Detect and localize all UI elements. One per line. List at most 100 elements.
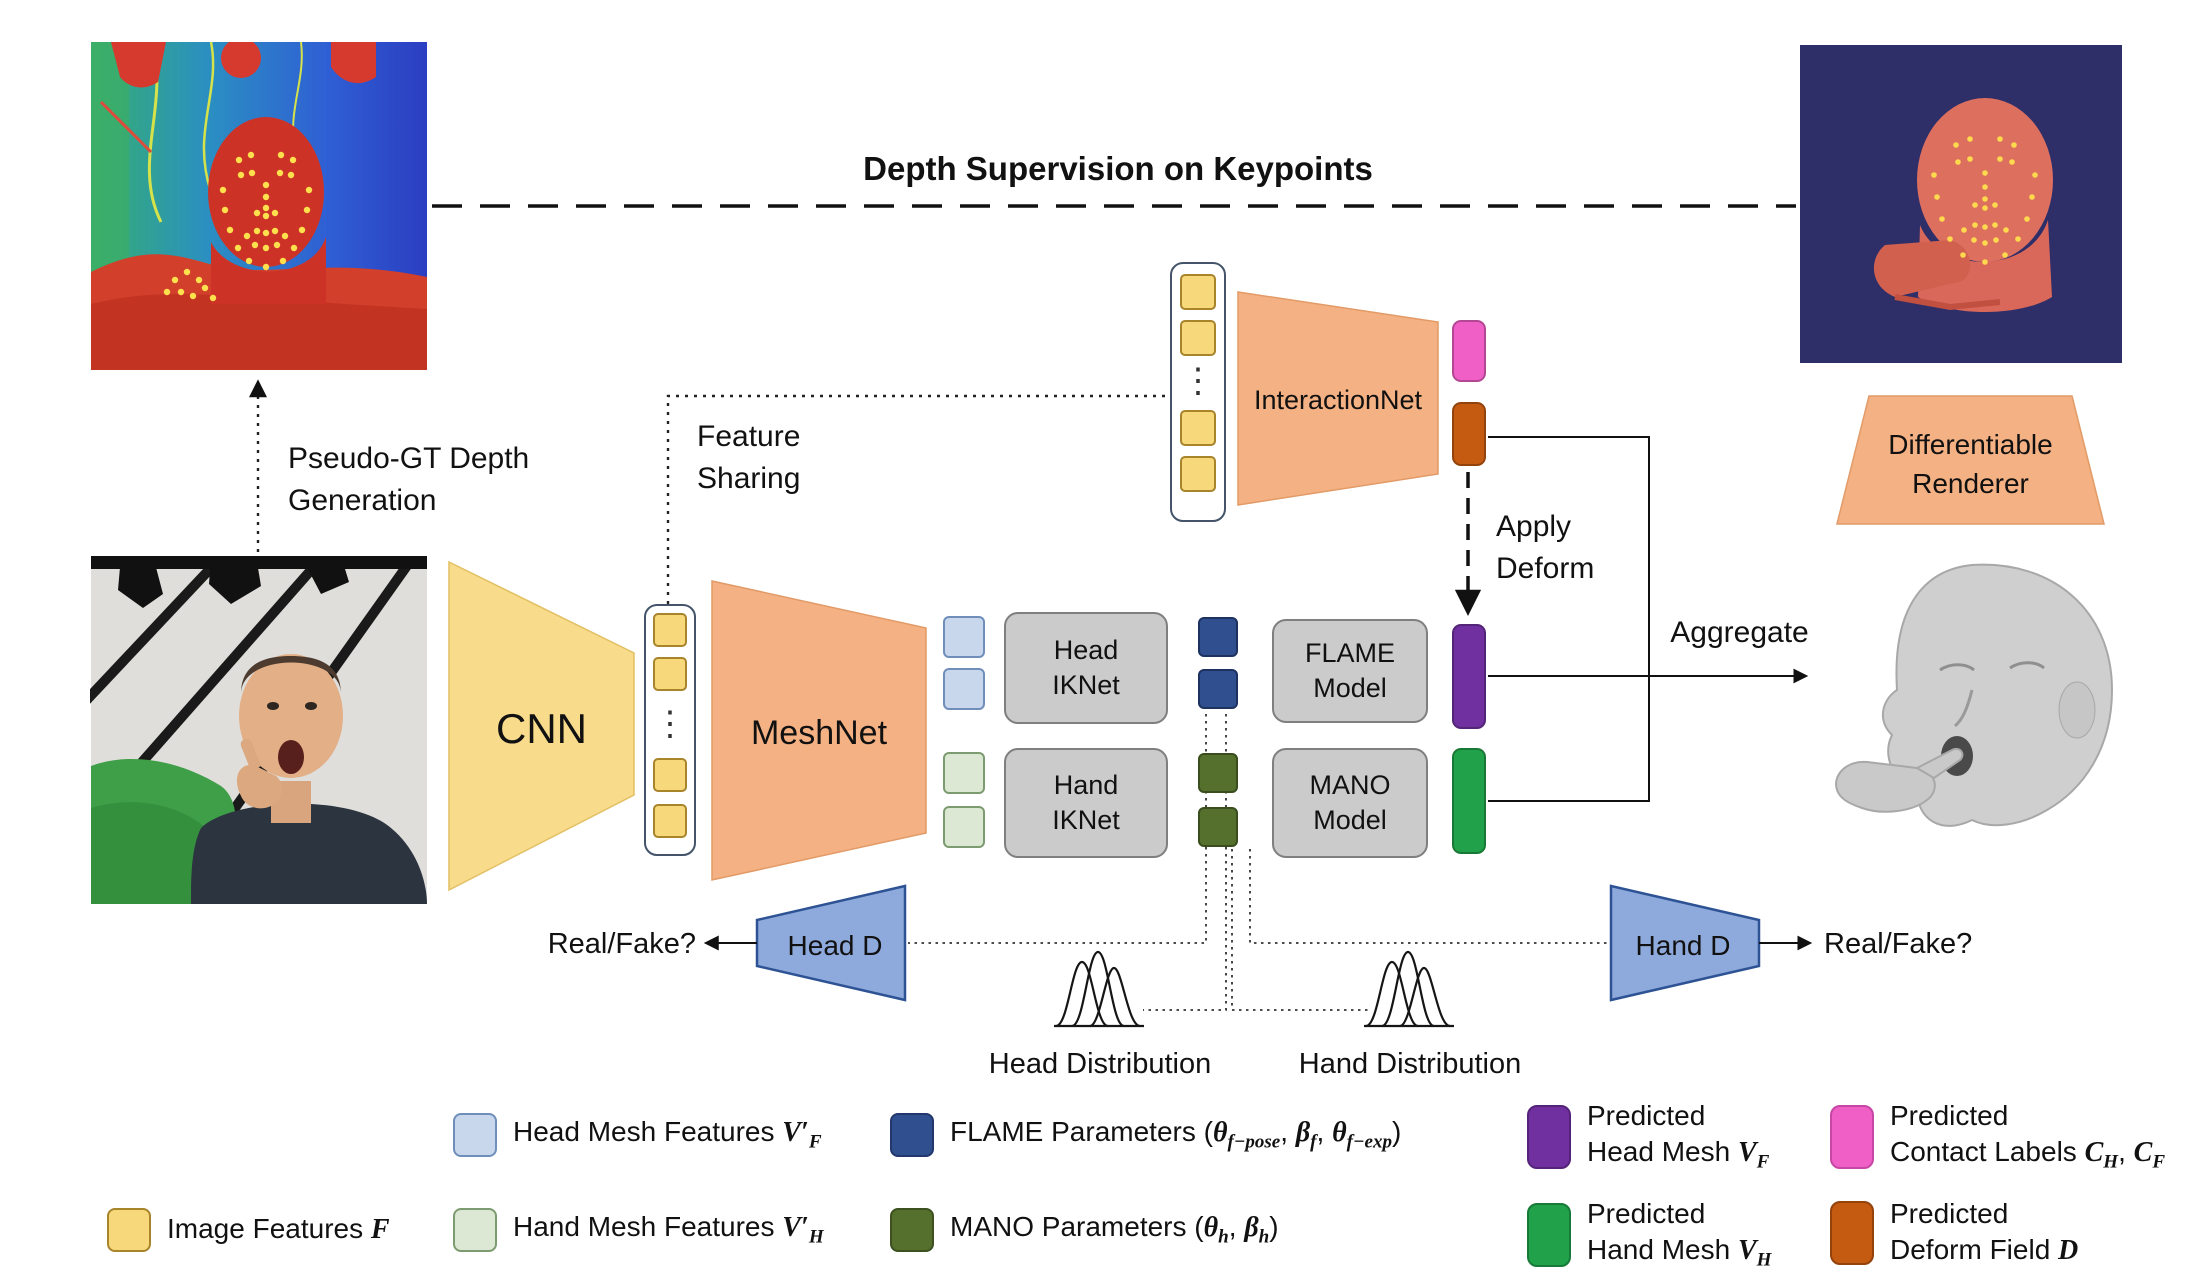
predicted-contact-labels-bar xyxy=(1452,320,1486,382)
interactionnet-label: InteractionNet xyxy=(1253,385,1423,415)
renderer-label: Differentiable Renderer xyxy=(1888,429,2053,500)
legend-swatch-predicted-deform-field xyxy=(1830,1200,1874,1265)
person-open-mouth xyxy=(278,740,304,774)
head-distribution-label: Head Distribution xyxy=(988,1048,1212,1080)
feature-ellipsis: ⋮ xyxy=(653,705,687,743)
image-feature-square xyxy=(653,613,687,647)
head-mesh-feature-square xyxy=(943,616,985,658)
deform-output-connector xyxy=(1488,436,1650,802)
head-iknet-box: Head IKNet xyxy=(1004,612,1168,724)
flame-model-box: FLAME Model xyxy=(1272,619,1428,723)
person-hand xyxy=(236,739,283,809)
hand-mesh-feature-square xyxy=(943,806,985,848)
mesh-left-eye xyxy=(1939,663,1975,672)
meshnet-label: MeshNet xyxy=(750,714,888,752)
image-feature-square xyxy=(1180,456,1216,492)
legend-swatch-mano-parameters xyxy=(890,1208,934,1252)
mano-parameter-square xyxy=(1198,753,1238,793)
real-fake-left-label: Real/Fake? xyxy=(547,928,696,960)
hand-discriminator-trapezoid xyxy=(1609,884,1761,1002)
mano-model-label: MANO Model xyxy=(1309,769,1391,835)
person-torso xyxy=(191,803,427,904)
pseudo-gt-label: Pseudo-GT Depth Generation xyxy=(288,442,530,517)
legend-item-flame-parameters: FLAME Parameters (θf−pose, βf, θf−exp) xyxy=(890,1113,1401,1157)
depth-torso-shadow xyxy=(91,294,427,370)
legend-label-image-features: Image Features F xyxy=(167,1213,390,1246)
hand-distribution-curves xyxy=(1364,950,1454,1028)
mesh-hand xyxy=(1835,748,1964,813)
legend-item-mano-parameters: MANO Parameters (θh, βh) xyxy=(890,1208,1279,1252)
real-fake-right-label: Real/Fake? xyxy=(1824,928,1973,960)
aggregated-mesh-image xyxy=(1822,550,2137,870)
legend-item-head-mesh-features: Head Mesh Features V′F xyxy=(453,1113,822,1157)
mano-parameter-square xyxy=(1198,807,1238,847)
person-hair xyxy=(241,656,341,694)
depth-red-wire xyxy=(99,100,153,154)
legend-label-flame-parameters: FLAME Parameters (θf−pose, βf, θf−exp) xyxy=(950,1116,1402,1153)
head-mesh-feature-square xyxy=(943,668,985,710)
legend-label-hand-mesh-features: Hand Mesh Features V′H xyxy=(513,1211,824,1248)
feature-sharing-label: Feature Sharing xyxy=(697,420,801,495)
person-right-eye xyxy=(305,702,317,710)
mesh-right-eye xyxy=(2009,661,2045,670)
legend-swatch-predicted-hand-mesh xyxy=(1527,1202,1571,1267)
rendered-hand xyxy=(1873,240,1971,297)
predicted-head-mesh-bar xyxy=(1452,624,1486,729)
mesh-nose xyxy=(1953,689,1974,728)
rendered-head xyxy=(1917,98,2053,262)
hand-iknet-label: Hand IKNet xyxy=(1052,769,1120,835)
legend-swatch-image-features xyxy=(107,1208,151,1252)
image-feature-square xyxy=(653,804,687,838)
depth-neck xyxy=(211,237,326,304)
hand-mesh-feature-square xyxy=(943,752,985,794)
hand-iknet-box: Hand IKNet xyxy=(1004,748,1168,858)
mesh-ear xyxy=(2058,681,2096,739)
depth-keypoint-dots xyxy=(163,151,313,302)
cnn-trapezoid xyxy=(448,560,635,892)
green-cloth-fold xyxy=(91,802,222,904)
hand-distribution-label: Hand Distribution xyxy=(1298,1048,1522,1080)
image-feature-square xyxy=(653,657,687,691)
image-feature-square xyxy=(653,758,687,792)
legend-swatch-predicted-head-mesh xyxy=(1527,1104,1571,1169)
legend-item-hand-mesh-features: Hand Mesh Features V′H xyxy=(453,1208,824,1252)
camera-equipment xyxy=(91,556,427,608)
head-discriminator-trapezoid xyxy=(755,884,907,1002)
image-feature-square xyxy=(1180,274,1216,310)
person-head xyxy=(239,654,343,778)
rendered-keypoint-dots xyxy=(1931,136,2038,265)
legend-swatch-head-mesh-features xyxy=(453,1113,497,1157)
legend-label-head-mesh-features: Head Mesh Features V′F xyxy=(513,1116,822,1153)
predicted-hand-mesh-bar xyxy=(1452,748,1486,854)
depth-head xyxy=(208,117,324,267)
figure-title: Depth Supervision on Keypoints xyxy=(863,150,1373,187)
input-photo xyxy=(90,556,428,904)
mano-model-box: MANO Model xyxy=(1272,748,1428,858)
pseudo-gt-depth-image xyxy=(90,42,428,370)
predicted-deform-field-bar xyxy=(1452,402,1486,466)
flame-parameter-square xyxy=(1198,617,1238,657)
legend-item-image-features: Image Features F xyxy=(107,1208,390,1252)
hand-params-to-hand-d-dotted xyxy=(1249,849,1608,944)
interactionnet-trapezoid xyxy=(1237,291,1439,506)
cnn-label: CNN xyxy=(496,705,587,752)
apply-deform-label: Apply Deform xyxy=(1496,510,1595,585)
feature-sharing-dotted-line xyxy=(666,394,1168,604)
legend-swatch-flame-parameters xyxy=(890,1113,934,1157)
meshnet-trapezoid xyxy=(711,580,927,881)
image-feature-square xyxy=(1180,410,1216,446)
hand-d-label: Hand D xyxy=(1635,930,1731,961)
head-d-label: Head D xyxy=(787,930,883,961)
legend-swatch-predicted-contact-labels xyxy=(1830,1104,1874,1169)
aggregate-label: Aggregate xyxy=(1670,616,1809,649)
legend-label-mano-parameters: MANO Parameters (θh, βh) xyxy=(950,1211,1279,1248)
head-iknet-label: Head IKNet xyxy=(1052,634,1120,700)
rendered-hand-shadow xyxy=(1894,294,2001,311)
